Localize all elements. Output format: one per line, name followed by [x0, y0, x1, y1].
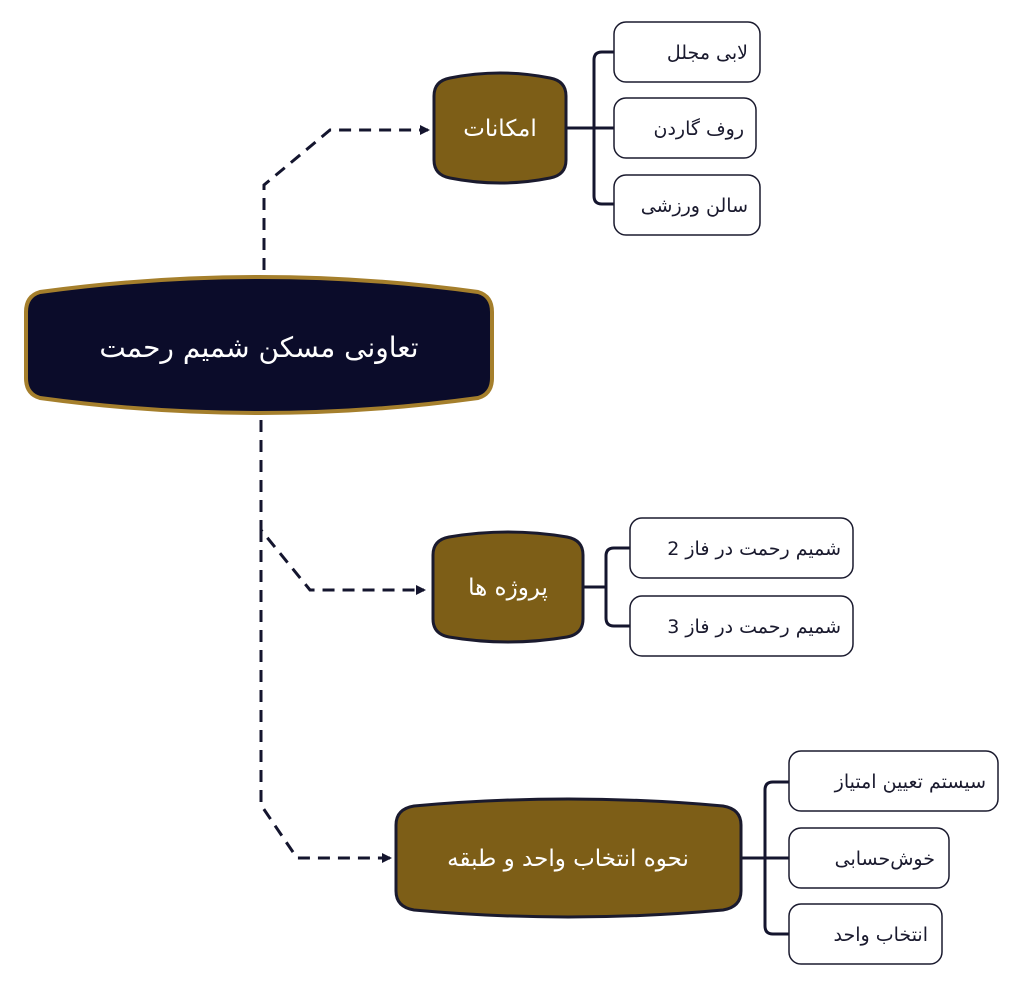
leaf-selection-good-payment[interactable]: خوش‌حسابی: [788, 827, 950, 889]
leaf-label: خوش‌حسابی: [835, 848, 935, 870]
leaf-label: لابی مجلل: [667, 42, 748, 64]
branch-projects-label: پروژه ها: [468, 575, 548, 601]
branch-selection-label: نحوه انتخاب واحد و طبقه: [447, 846, 689, 872]
leaf-facilities-roof-garden[interactable]: روف گاردن: [613, 97, 757, 159]
leaf-box: [613, 21, 761, 83]
leaf-selection-unit-choice[interactable]: انتخاب واحد: [788, 903, 943, 965]
bracket-facilities: [566, 50, 614, 206]
branch-facilities-shape: [432, 71, 568, 185]
bracket-projects: [583, 546, 630, 628]
leaf-label: انتخاب واحد: [834, 924, 928, 946]
leaf-facilities-lobby[interactable]: لابی مجلل: [613, 21, 761, 83]
leaf-selection-scoring-system[interactable]: سیستم تعیین امتیاز: [788, 750, 999, 812]
branch-selection-shape: [394, 797, 743, 919]
leaf-label: سیستم تعیین امتیاز: [834, 771, 986, 793]
leaf-projects-phase-3[interactable]: شمیم رحمت در فاز 3: [629, 595, 854, 657]
leaf-label: شمیم رحمت در فاز 2: [667, 538, 841, 560]
leaf-box: [788, 750, 999, 812]
connector-root-projects: [259, 420, 426, 595]
root-node-label: تعاونی مسکن شمیم رحمت: [99, 331, 418, 364]
leaf-box: [629, 595, 854, 657]
branch-selection[interactable]: نحوه انتخاب واحد و طبقه: [394, 797, 743, 919]
leaf-box: [788, 903, 943, 965]
leaf-projects-phase-2[interactable]: شمیم رحمت در فاز 2: [629, 517, 854, 579]
leaf-facilities-gym[interactable]: سالن ورزشی: [613, 174, 761, 236]
leaf-label: روف گاردن: [653, 117, 744, 140]
root-node[interactable]: تعاونی مسکن شمیم رحمت: [24, 275, 494, 415]
leaf-box: [613, 97, 757, 159]
branch-projects-shape: [431, 530, 585, 644]
branch-facilities[interactable]: امکانات: [432, 71, 568, 185]
bracket-selection: [741, 780, 789, 936]
leaf-label: سالن ورزشی: [641, 195, 748, 217]
leaf-label: شمیم رحمت در فاز 3: [667, 616, 841, 638]
connector-root-facilities: [262, 125, 430, 270]
leaf-box: [788, 827, 950, 889]
connector-root-selection: [259, 530, 392, 863]
branch-projects[interactable]: پروژه ها: [431, 530, 585, 644]
leaf-box: [613, 174, 761, 236]
branch-facilities-label: امکانات: [463, 116, 536, 142]
leaf-box: [629, 517, 854, 579]
root-node-shape: [24, 275, 494, 415]
